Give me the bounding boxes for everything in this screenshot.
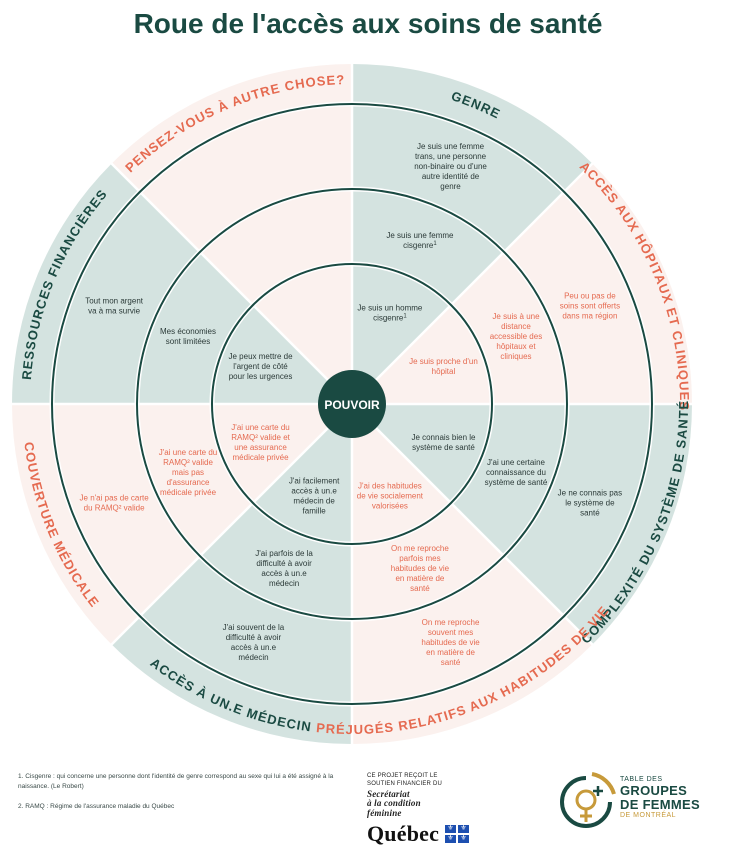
sector-wedge [352,64,593,404]
sector-wedge [352,404,593,744]
center-label: POUVOIR [324,398,380,412]
page-title: Roue de l'accès aux soins de santé [133,8,603,39]
footnote-cisgenre: 1. Cisgenre : qui concerne une personne … [18,773,334,790]
footnote-ramq: 2. RAMQ : Régime de l'assurance maladie … [18,802,175,810]
tgf-name: TABLE DES GROUPES DE FEMMES DE MONTRÉAL [620,776,700,820]
sponsor-block: CE PROJET REÇOIT LE SOUTIEN FINANCIER DU… [367,773,517,848]
footnotes: 1. Cisgenre : qui concerne une personne … [18,772,348,821]
sector-wedge [12,163,352,404]
sponsor-line-1: CE PROJET REÇOIT LE [367,773,438,779]
sector-wedge [111,64,352,404]
tgf-logo-block: TABLE DES GROUPES DE FEMMES DE MONTRÉAL [558,768,728,838]
sector-wedge [12,404,352,645]
women-symbol-logo-icon [560,772,616,828]
sponsor-line-2: SOUTIEN FINANCIER DU [367,780,443,787]
sector-wedge [352,163,692,404]
sector-wedge [111,404,352,744]
quebec-flag-icon: ⚜⚜⚜⚜ [444,824,471,845]
center-circle [318,370,386,438]
quebec-logo: Québec ⚜⚜⚜⚜ [367,820,517,848]
secretariat-name: Secrétariat à la condition féminine [367,789,421,818]
sector-wedge [352,404,692,645]
quebec-wordmark: Québec [367,821,440,847]
